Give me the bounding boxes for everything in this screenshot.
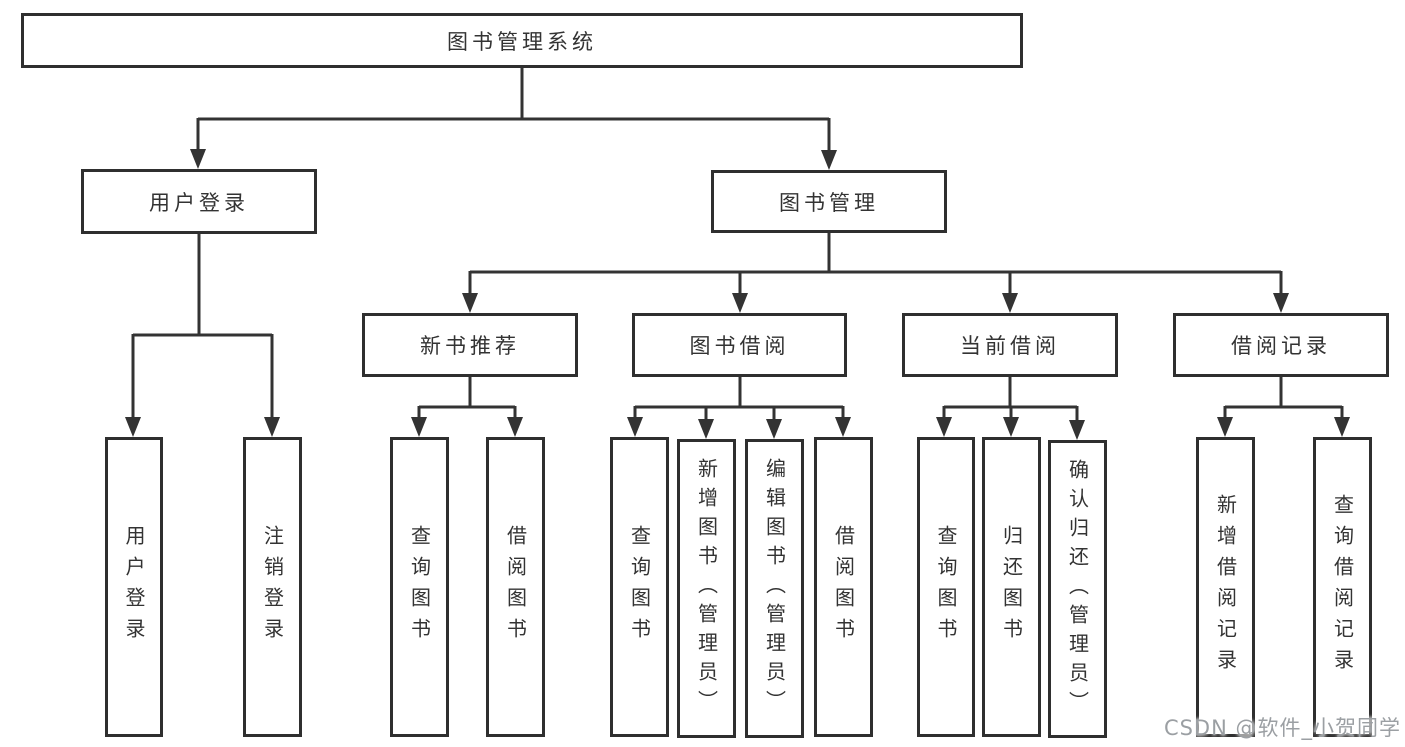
leaf-label: 查询图书 (627, 525, 652, 649)
leaf-label: 归还图书 (999, 525, 1024, 649)
node-borrow-records: 借阅记录 (1173, 313, 1389, 377)
node-current-borrow: 当前借阅 (902, 313, 1118, 377)
node-bb-edit-books: 编辑图书（管理员） (745, 439, 804, 738)
node-rec-borrow-books: 借阅图书 (486, 437, 545, 737)
leaf-label: 新增图书（管理员） (694, 458, 719, 719)
node-bb-borrow-books: 借阅图书 (814, 437, 873, 737)
node-root: 图书管理系统 (21, 13, 1023, 68)
leaf-label: 用户登录 (122, 525, 146, 649)
leaf-label: 借阅图书 (831, 525, 856, 649)
node-cb-query-books: 查询图书 (917, 437, 975, 737)
leaf-label: 查询图书 (934, 525, 958, 649)
node-book-management: 图书管理 (711, 170, 947, 233)
node-book-borrow: 图书借阅 (632, 313, 847, 377)
node-br-add-record: 新增借阅记录 (1196, 437, 1255, 737)
node-leaf-user-login: 用户登录 (105, 437, 163, 737)
node-cb-return-books: 归还图书 (982, 437, 1041, 737)
watermark: CSDN @软件_小贺同学 (1163, 716, 1401, 740)
leaf-label: 查询图书 (407, 525, 432, 649)
leaf-label: 确认归还（管理员） (1065, 458, 1090, 720)
node-cb-confirm-return: 确认归还（管理员） (1048, 440, 1107, 738)
node-br-query-record: 查询借阅记录 (1313, 437, 1372, 737)
node-bb-add-books: 新增图书（管理员） (677, 439, 736, 738)
node-user-login: 用户登录 (81, 169, 317, 234)
leaf-label: 借阅图书 (503, 525, 528, 649)
leaf-label: 查询借阅记录 (1330, 494, 1355, 680)
node-new-book-recommend: 新书推荐 (362, 313, 578, 377)
node-bb-query-books: 查询图书 (610, 437, 669, 737)
leaf-label: 新增借阅记录 (1213, 494, 1238, 680)
leaf-label: 注销登录 (260, 525, 285, 649)
node-rec-query-books: 查询图书 (390, 437, 449, 737)
node-leaf-logout: 注销登录 (243, 437, 302, 737)
leaf-label: 编辑图书（管理员） (762, 458, 787, 719)
